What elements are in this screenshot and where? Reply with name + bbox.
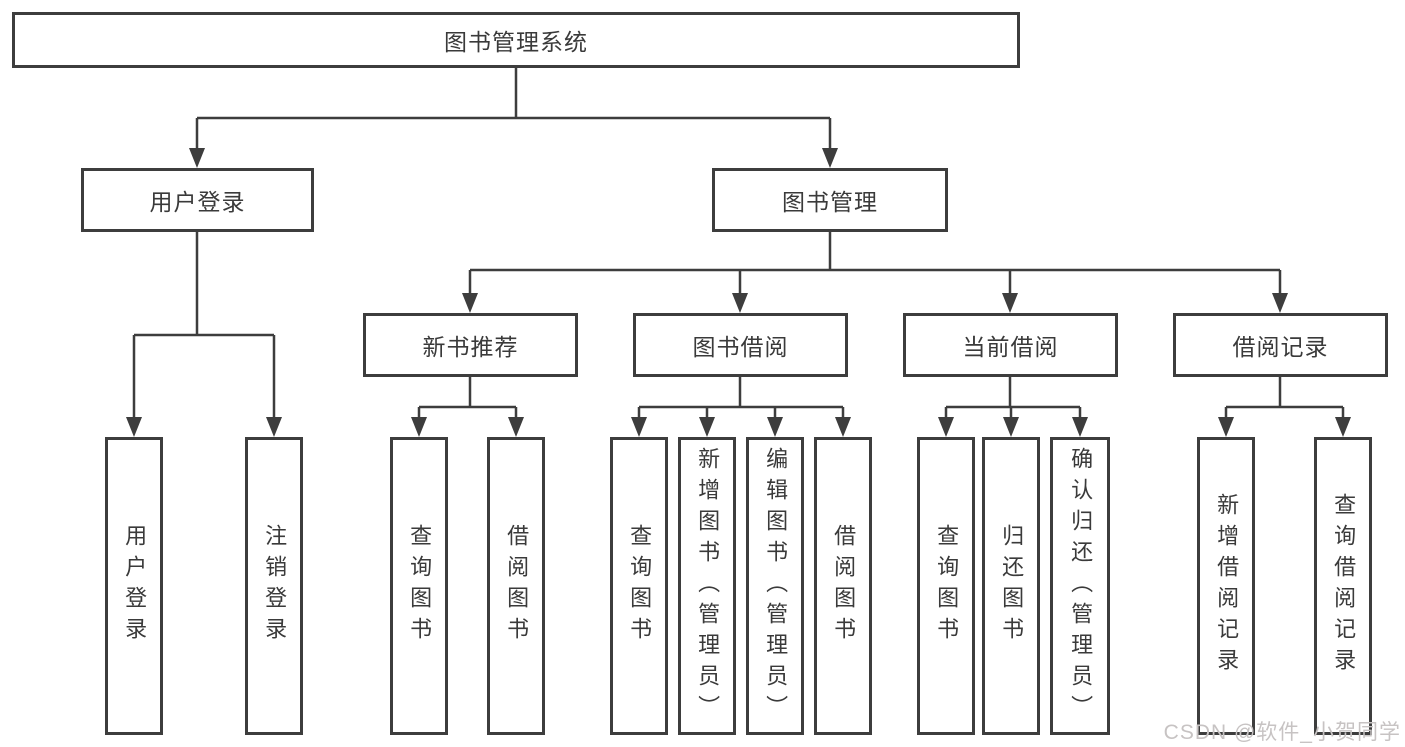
node-book-management: 图书管理 xyxy=(712,168,948,232)
leaf-records-add-borrow-record-label: 新增借阅记录 xyxy=(1214,493,1240,679)
leaf-user-login-label: 用户登录 xyxy=(122,524,148,648)
edges-current-borrowing-branch xyxy=(938,377,1088,437)
leaf-borrowing-query-books: 查询图书 xyxy=(610,437,668,735)
leaf-borrowing-add-books-admin: 新增图书（管理员） xyxy=(678,437,736,735)
leaf-borrowing-add-books-admin-label: 新增图书（管理员） xyxy=(695,446,721,726)
node-borrowing-records-label: 借阅记录 xyxy=(1232,334,1329,360)
edges-book-management-branch xyxy=(462,232,1288,313)
leaf-current-query-books: 查询图书 xyxy=(917,437,975,735)
leaf-user-login: 用户登录 xyxy=(105,437,163,735)
leaf-borrowing-edit-books-admin: 编辑图书（管理员） xyxy=(746,437,804,735)
node-book-borrowing-label: 图书借阅 xyxy=(692,334,789,360)
leaf-current-confirm-return-admin: 确认归还（管理员） xyxy=(1050,437,1110,735)
node-current-borrowing-label: 当前借阅 xyxy=(962,334,1059,360)
node-book-borrowing: 图书借阅 xyxy=(633,313,848,377)
leaf-logout-login-label: 注销登录 xyxy=(262,524,288,648)
leaf-borrowing-query-books-label: 查询图书 xyxy=(627,524,653,648)
leaf-records-add-borrow-record: 新增借阅记录 xyxy=(1197,437,1255,735)
edges-user-login-branch xyxy=(126,232,282,437)
leaf-newrec-borrow-books: 借阅图书 xyxy=(487,437,545,735)
leaf-records-query-borrow-record-label: 查询借阅记录 xyxy=(1331,493,1357,679)
edges-new-book-recommend-branch xyxy=(411,377,524,437)
node-new-book-recommend-label: 新书推荐 xyxy=(422,334,519,360)
leaf-current-confirm-return-admin-label: 确认归还（管理员） xyxy=(1068,446,1094,726)
leaf-records-query-borrow-record: 查询借阅记录 xyxy=(1314,437,1372,735)
node-user-login: 用户登录 xyxy=(81,168,314,232)
node-root-system: 图书管理系统 xyxy=(12,12,1020,68)
leaf-borrowing-borrow-books: 借阅图书 xyxy=(814,437,872,735)
node-user-login-label: 用户登录 xyxy=(149,189,246,215)
node-borrowing-records: 借阅记录 xyxy=(1173,313,1388,377)
leaf-borrowing-edit-books-admin-label: 编辑图书（管理员） xyxy=(763,446,789,726)
edges-borrowing-records-branch xyxy=(1218,377,1351,437)
csdn-watermark: CSDN @软件_小贺同学 xyxy=(1163,721,1401,744)
node-book-management-label: 图书管理 xyxy=(782,189,878,215)
leaf-borrowing-borrow-books-label: 借阅图书 xyxy=(831,524,857,648)
leaf-current-return-books: 归还图书 xyxy=(982,437,1040,735)
leaf-current-query-books-label: 查询图书 xyxy=(934,524,960,648)
node-new-book-recommend: 新书推荐 xyxy=(363,313,578,377)
leaf-newrec-query-books: 查询图书 xyxy=(390,437,448,735)
node-current-borrowing: 当前借阅 xyxy=(903,313,1118,377)
leaf-newrec-borrow-books-label: 借阅图书 xyxy=(504,524,530,648)
leaf-newrec-query-books-label: 查询图书 xyxy=(407,524,433,648)
edges-root-to-level2 xyxy=(189,68,838,168)
edges-book-borrowing-branch xyxy=(631,377,851,437)
leaf-logout-login: 注销登录 xyxy=(245,437,303,735)
leaf-current-return-books-label: 归还图书 xyxy=(999,524,1025,648)
node-root-system-label: 图书管理系统 xyxy=(444,29,588,55)
